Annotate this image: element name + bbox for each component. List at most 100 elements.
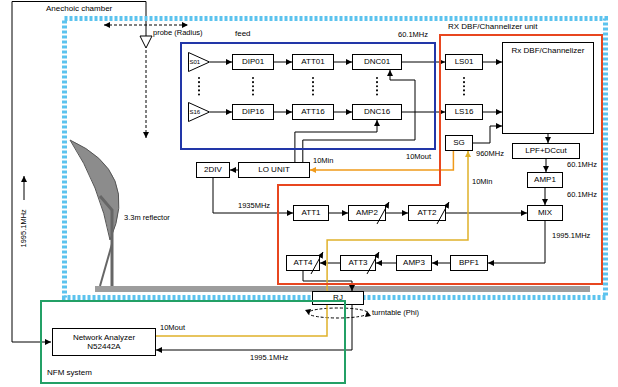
turntable-rotation: [308, 308, 368, 318]
block-label: ATT16: [301, 107, 324, 116]
block-label: Network Analyzer N52442A: [63, 333, 145, 351]
probe-path: [146, 50, 147, 138]
chamber-wall: [62, 16, 608, 300]
block-box: AMP2: [348, 205, 386, 221]
signal-label: 10Min: [472, 178, 492, 187]
signal-label: 1935MHz: [238, 202, 270, 211]
signal-line: [402, 112, 445, 113]
rotation-heads: [305, 309, 371, 317]
block-box: LO UNIT: [238, 162, 310, 178]
signal-line: [230, 170, 238, 171]
signal-line: [334, 62, 352, 63]
block-label: AMP2: [356, 208, 378, 217]
unit-border: [278, 35, 602, 284]
reflector-stand: [100, 196, 112, 286]
block-box: RJ: [312, 291, 364, 305]
probe-symbol: [140, 36, 152, 48]
signal-line: [156, 305, 352, 350]
measurement-system: NFM system Network Analyzer N52442A: [40, 300, 346, 384]
signal-label: 3.3m reflector: [124, 214, 170, 223]
signal-line: [327, 151, 468, 291]
element-label: S01: [190, 59, 201, 66]
signal-line: [432, 263, 450, 264]
signal-line: [156, 305, 327, 336]
block-box: ATT1: [293, 205, 329, 221]
signal-line: [548, 134, 549, 143]
block-label: LPF+DCcut: [525, 146, 567, 155]
block-box: DNC16: [352, 104, 402, 120]
signal-label: 60.1MHz: [567, 161, 597, 170]
signal-line: [386, 213, 408, 214]
element-label: S16: [190, 109, 201, 116]
block-label: LS01: [455, 57, 474, 66]
signal-line: [274, 112, 292, 113]
block-label: DIP16: [242, 107, 264, 116]
antenna-element: S16: [188, 102, 210, 122]
block-box: DIP16: [232, 104, 274, 120]
signal-label: 960MHz: [476, 150, 504, 159]
block-label: 2DIV: [204, 165, 222, 174]
block-box: ATT2: [408, 205, 446, 221]
block-box: LS01: [445, 54, 483, 70]
block-label: ATT4: [294, 258, 313, 267]
signal-line: [446, 213, 527, 214]
block-box: DIP01: [232, 54, 274, 70]
signal-line: [310, 151, 453, 170]
block-box: SG: [445, 135, 473, 151]
block-box: DNC01: [352, 54, 402, 70]
signal-line: [483, 112, 502, 113]
group-heading: feed: [235, 29, 251, 38]
signal-label: 10Mout: [406, 153, 431, 162]
signal-label: 10Mout: [160, 324, 185, 333]
block-box: ATT01: [292, 54, 334, 70]
processor-box: Rx DBF/Channelizer: [502, 42, 594, 134]
block-label: AMP3: [403, 258, 425, 267]
signal-label: probe (Radius): [153, 29, 203, 38]
signal-line: [473, 126, 502, 143]
signal-line: [483, 62, 502, 63]
block-box: Network Analyzer N52442A: [52, 328, 156, 356]
signal-line: [320, 263, 340, 264]
signal-line: [329, 213, 348, 214]
signal-line: [274, 62, 292, 63]
channel-dots: [463, 78, 465, 98]
signal-label: 60.1MHz: [567, 191, 597, 200]
signal-line: [376, 263, 396, 264]
channel-dots: [312, 78, 314, 98]
block-box: MIX: [527, 205, 563, 221]
group-heading: RX DBF/Channelizer unit: [448, 22, 537, 31]
block-label: AMP1: [534, 175, 556, 184]
block-label: MIX: [538, 208, 552, 217]
radius-arrow: [104, 25, 188, 26]
block-label: ATT2: [418, 208, 437, 217]
signal-line: [210, 112, 232, 113]
block-label: Rx DBF/Channelizer: [512, 46, 585, 55]
signal-line: [545, 188, 546, 205]
group-heading: NFM system: [47, 368, 92, 377]
signal-line: [334, 112, 352, 113]
block-label: SG: [453, 138, 465, 147]
signal-line: [402, 62, 445, 63]
block-label: ATT3: [349, 258, 368, 267]
signal-line: [546, 159, 547, 172]
block-label: LO UNIT: [258, 165, 290, 174]
group-heading: Anechoic chamber: [46, 4, 112, 13]
block-box: AMP3: [396, 255, 432, 271]
block-label: LS16: [455, 107, 474, 116]
signal-line: [213, 178, 293, 213]
channel-dots: [252, 78, 254, 98]
channel-dots: [376, 78, 378, 98]
block-label: DNC16: [364, 107, 390, 116]
signal-label: 10Min: [313, 157, 333, 166]
signal-line: [210, 62, 232, 63]
absorber-wall: [65, 19, 606, 298]
antenna-triangle: [189, 53, 210, 72]
antenna-triangle: [189, 103, 210, 122]
probe-cable: [12, 2, 146, 343]
block-box: ATT16: [292, 104, 334, 120]
signal-label: 60.1MHz: [398, 31, 428, 40]
reflector-strut: [100, 244, 112, 286]
signal-line: [488, 221, 545, 263]
block-box: ATT3: [340, 255, 376, 271]
channel-dots: [199, 78, 464, 98]
